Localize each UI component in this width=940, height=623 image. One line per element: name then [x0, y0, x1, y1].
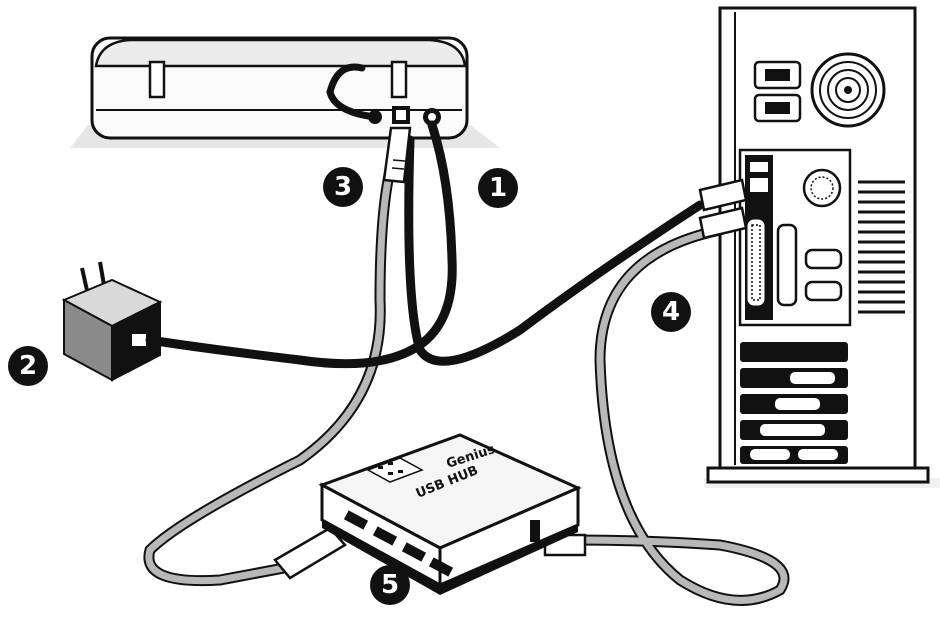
power-adapter-icon — [61, 261, 163, 382]
callout-1-number: 1 — [489, 173, 507, 203]
callout-3-number: 3 — [334, 172, 352, 202]
usb-plug-hub-left — [273, 526, 347, 580]
scanner-computer-cable — [404, 135, 705, 366]
flatbed-scanner-icon — [70, 36, 500, 148]
usb-plug-computer — [698, 178, 748, 240]
callout-2: 2 — [8, 346, 48, 386]
callout-5-number: 5 — [381, 570, 399, 600]
callout-5: 5 — [370, 565, 410, 605]
usb-plug-scanner — [382, 126, 412, 184]
callout-4-number: 4 — [662, 297, 680, 327]
usb-hub-icon: Genius USB HUB — [318, 433, 582, 595]
scanner-loop-cable — [326, 63, 379, 121]
callout-2-number: 2 — [19, 351, 37, 381]
callout-3: 3 — [323, 167, 363, 207]
tower-computer-icon — [704, 6, 940, 488]
callout-4: 4 — [651, 292, 691, 332]
callout-1: 1 — [478, 168, 518, 208]
